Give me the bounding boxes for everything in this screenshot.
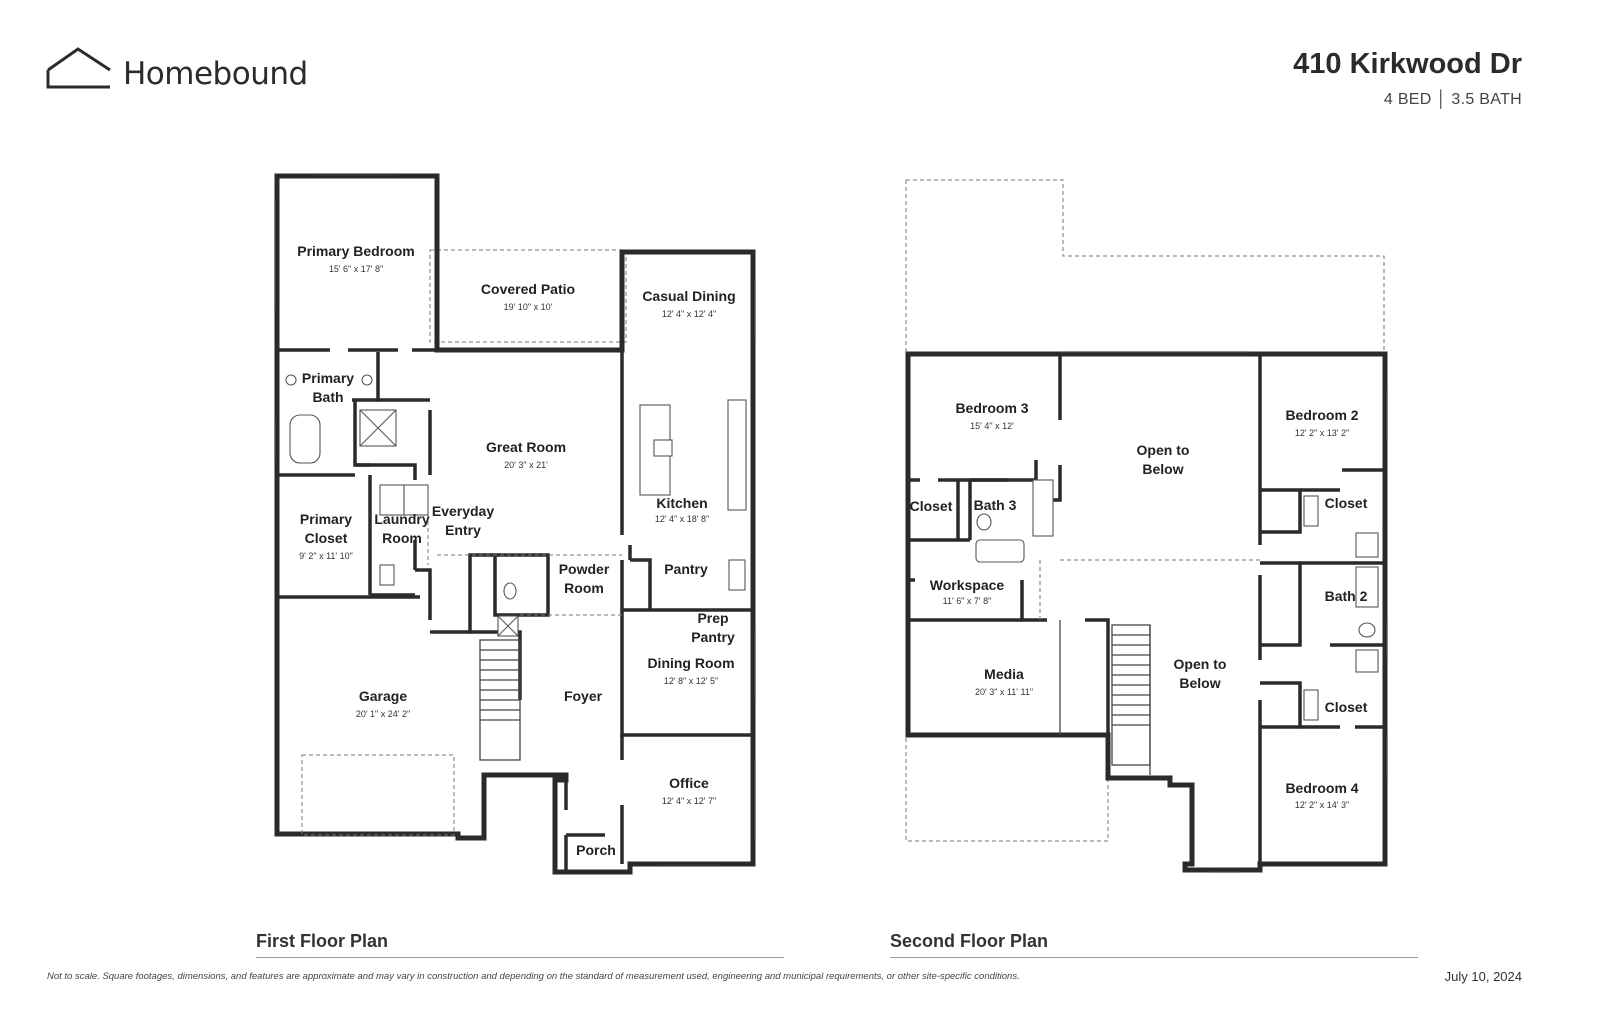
first-floor-caption: First Floor Plan <box>256 931 784 958</box>
garage-roof-outline <box>905 734 1109 842</box>
dim-bedroom-3: 15' 4" x 12' <box>970 421 1014 431</box>
label-media: Media <box>984 666 1024 682</box>
second-floor-windows <box>1059 351 1388 873</box>
dim-garage: 20' 1" x 24' 2" <box>356 709 410 719</box>
dim-casual-dining: 12' 4" x 12' 4" <box>662 309 716 319</box>
label-bath-2: Bath 2 <box>1325 588 1368 604</box>
label-bath-3: Bath 3 <box>974 497 1017 513</box>
label-workspace: Workspace <box>930 577 1005 593</box>
label-closet-bed2: Closet <box>1325 495 1368 511</box>
label-everyday-entry-1: Everyday <box>432 503 494 519</box>
dim-primary-closet: 9' 2" x 11' 10" <box>299 551 353 561</box>
label-powder-room-2: Room <box>564 580 604 596</box>
label-prep-pantry-2: Pantry <box>691 629 735 645</box>
label-powder-room-1: Powder <box>559 561 610 577</box>
label-porch: Porch <box>576 842 616 858</box>
label-closet-bed4: Closet <box>1325 699 1368 715</box>
second-floor-fixtures <box>975 479 1379 721</box>
label-laundry-1: Laundry <box>374 511 429 527</box>
dim-kitchen: 12' 4" x 18' 8" <box>655 514 709 524</box>
beds-baths: 4 BED │ 3.5 BATH <box>1383 91 1522 108</box>
label-dining-room: Dining Room <box>647 655 734 671</box>
second-floor-caption: Second Floor Plan <box>890 931 1418 958</box>
label-great-room: Great Room <box>486 439 566 455</box>
dim-great-room: 20' 3" x 21' <box>504 460 548 470</box>
label-closet-bed3: Closet <box>910 498 953 514</box>
dim-media: 20' 3" x 11' 11" <box>975 687 1033 697</box>
brand-logo: Homebound <box>46 46 316 96</box>
dim-office: 12' 4" x 12' 7" <box>662 796 716 806</box>
label-primary-bath-2: Bath <box>312 389 343 405</box>
label-open-to-below-2b: Below <box>1179 675 1220 691</box>
house-outline-icon <box>46 47 111 89</box>
label-open-to-below-1a: Open to <box>1137 442 1190 458</box>
label-open-to-below-1b: Below <box>1142 461 1183 477</box>
first-floor-stairs <box>479 639 521 761</box>
garage-door-outline <box>301 754 455 836</box>
dim-primary-bedroom: 15' 6" x 17' 8" <box>329 264 383 274</box>
dim-bedroom-4: 12' 2" x 14' 3" <box>1295 800 1349 810</box>
second-floor-exterior-wall <box>905 351 1388 873</box>
covered-patio-outline <box>429 249 627 343</box>
label-primary-bath-1: Primary <box>302 370 354 386</box>
label-bedroom-2: Bedroom 2 <box>1285 407 1358 423</box>
dim-workspace: 11' 6" x 7' 8" <box>943 596 992 606</box>
label-kitchen: Kitchen <box>656 495 707 511</box>
label-garage: Garage <box>359 688 407 704</box>
second-floor-stairs <box>1111 624 1151 775</box>
label-primary-bedroom: Primary Bedroom <box>297 243 414 259</box>
label-laundry-2: Room <box>382 530 422 546</box>
label-everyday-entry-2: Entry <box>445 522 481 538</box>
label-pantry: Pantry <box>664 561 708 577</box>
plan-date: July 10, 2024 <box>1444 969 1522 984</box>
label-bedroom-4: Bedroom 4 <box>1285 780 1358 796</box>
disclaimer-text: Not to scale. Square footages, dimension… <box>47 971 1020 982</box>
label-prep-pantry-1: Prep <box>697 610 728 626</box>
brand-name: Homebound <box>123 56 308 92</box>
first-floor-windows <box>274 173 756 867</box>
label-office: Office <box>669 775 709 791</box>
first-floor-interior-walls <box>277 252 753 872</box>
dim-covered-patio: 19' 10" x 10' <box>504 302 553 312</box>
label-casual-dining: Casual Dining <box>642 288 735 304</box>
label-primary-closet-1: Primary <box>300 511 352 527</box>
first-floor-plan: Primary Bedroom 15' 6" x 17' 8" Covered … <box>274 173 756 875</box>
label-open-to-below-2a: Open to <box>1174 656 1227 672</box>
dim-bedroom-2: 12' 2" x 13' 2" <box>1295 428 1349 438</box>
label-bedroom-3: Bedroom 3 <box>955 400 1028 416</box>
label-primary-closet-2: Closet <box>305 530 348 546</box>
label-covered-patio: Covered Patio <box>481 281 575 297</box>
label-foyer: Foyer <box>564 688 603 704</box>
second-floor-dashed-lines <box>1039 559 1260 620</box>
first-floor-fixtures <box>285 374 747 637</box>
dim-dining-room: 12' 8" x 12' 5" <box>664 676 718 686</box>
property-address: 410 Kirkwood Dr <box>1293 48 1522 80</box>
second-floor-plan: Bedroom 3 15' 4" x 12' Open to Below Bed… <box>905 179 1388 873</box>
roof-outline <box>906 179 1385 350</box>
